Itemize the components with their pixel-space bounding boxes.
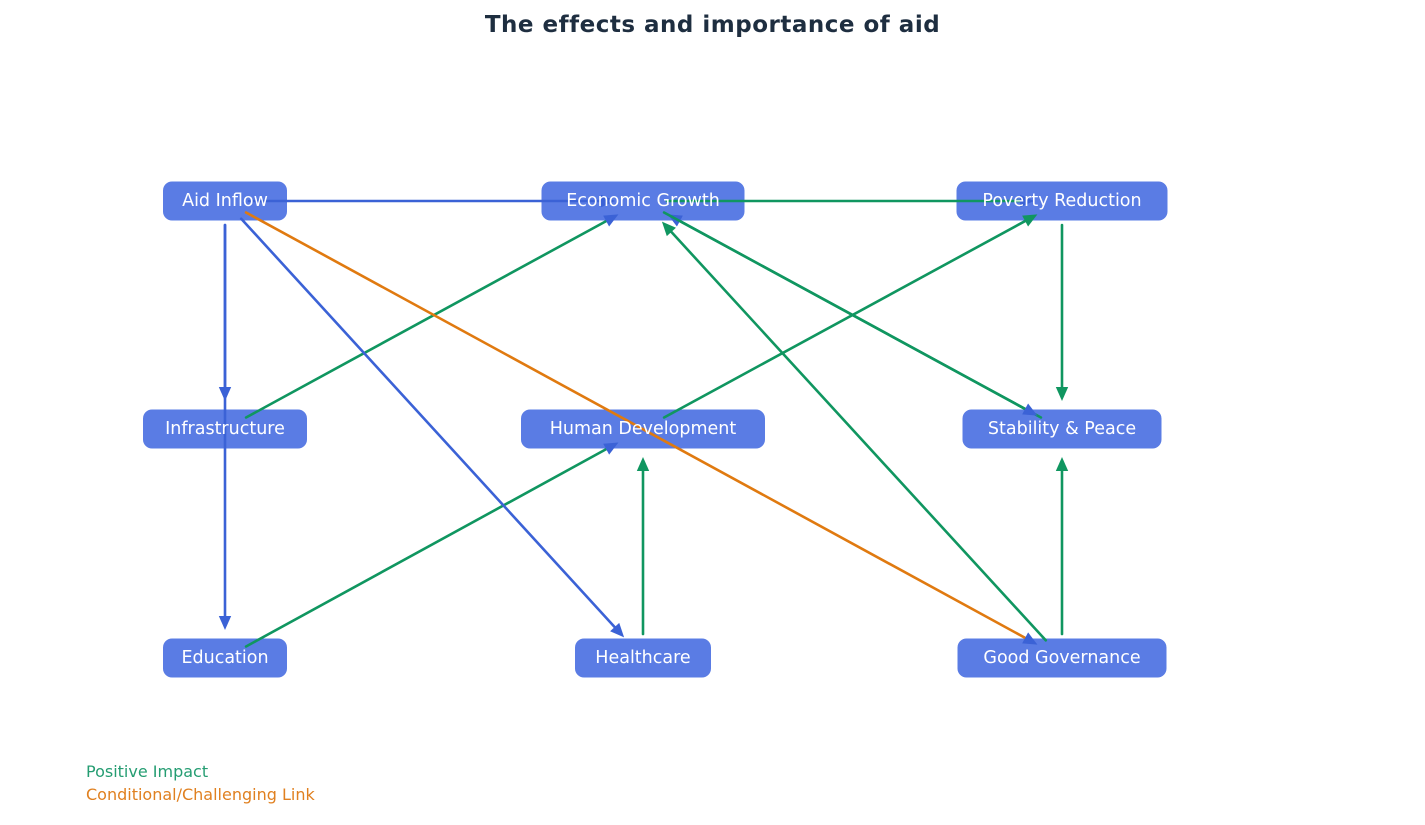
legend-item-positive-impact: Positive Impact — [86, 762, 209, 781]
node-box-aid-inflow — [163, 181, 287, 221]
arrowhead-aid-inflow-to-education — [218, 616, 232, 630]
node-label-good-governance: Good Governance — [983, 648, 1140, 668]
node-label-human-development: Human Development — [550, 419, 737, 439]
arrowhead-aid-inflow-to-good-governance — [1022, 632, 1038, 645]
node-box-healthcare — [575, 638, 711, 678]
node-label-poverty-reduction: Poverty Reduction — [982, 191, 1141, 211]
arrowhead-economic-growth-to-poverty-reduction — [1020, 194, 1034, 208]
arrowhead-human-development-to-poverty-reduction — [1022, 214, 1038, 227]
node-box-good-governance — [957, 638, 1167, 678]
legend: Positive Impact Conditional/Challenging … — [86, 760, 315, 806]
node-box-economic-growth — [541, 181, 745, 221]
legend-item-conditional-link: Conditional/Challenging Link — [86, 785, 315, 804]
node-label-stability-peace: Stability & Peace — [988, 419, 1136, 439]
arrowhead-aid-inflow-to-healthcare — [610, 622, 625, 638]
node-box-poverty-reduction — [956, 181, 1168, 221]
node-box-education — [163, 638, 287, 678]
arrowhead-economic-growth-to-stability-peace — [1022, 403, 1038, 416]
edge-economic-growth-to-stability-peace — [662, 211, 1031, 413]
node-label-aid-inflow: Aid Inflow — [182, 191, 268, 211]
arrowhead-aid-inflow-to-economic-growth — [601, 194, 615, 208]
page-title: The effects and importance of aid — [484, 12, 941, 38]
edge-aid-inflow-to-healthcare — [239, 217, 620, 632]
edge-human-development-to-poverty-reduction — [662, 217, 1031, 419]
edge-infrastructure-to-economic-growth — [244, 217, 612, 419]
node-label-economic-growth: Economic Growth — [566, 191, 720, 211]
arrowhead-good-governance-to-economic-growth — [661, 221, 676, 237]
node-box-stability-peace — [962, 409, 1162, 449]
edge-aid-inflow-to-good-governance — [244, 211, 1031, 642]
node-label-healthcare: Healthcare — [595, 648, 690, 668]
arrowhead-poverty-reduction-to-stability-peace — [1055, 387, 1069, 401]
arrowhead-good-governance-to-stability-peace — [1055, 457, 1069, 471]
node-label-infrastructure: Infrastructure — [165, 419, 285, 439]
edge-education-to-human-development — [244, 445, 612, 648]
arrowhead-education-to-human-development — [603, 442, 619, 455]
arrowhead-infrastructure-to-economic-growth — [603, 214, 619, 227]
edge-good-governance-to-economic-growth — [666, 226, 1048, 642]
node-label-education: Education — [181, 648, 268, 668]
arrowhead-healthcare-to-human-development — [636, 457, 650, 471]
